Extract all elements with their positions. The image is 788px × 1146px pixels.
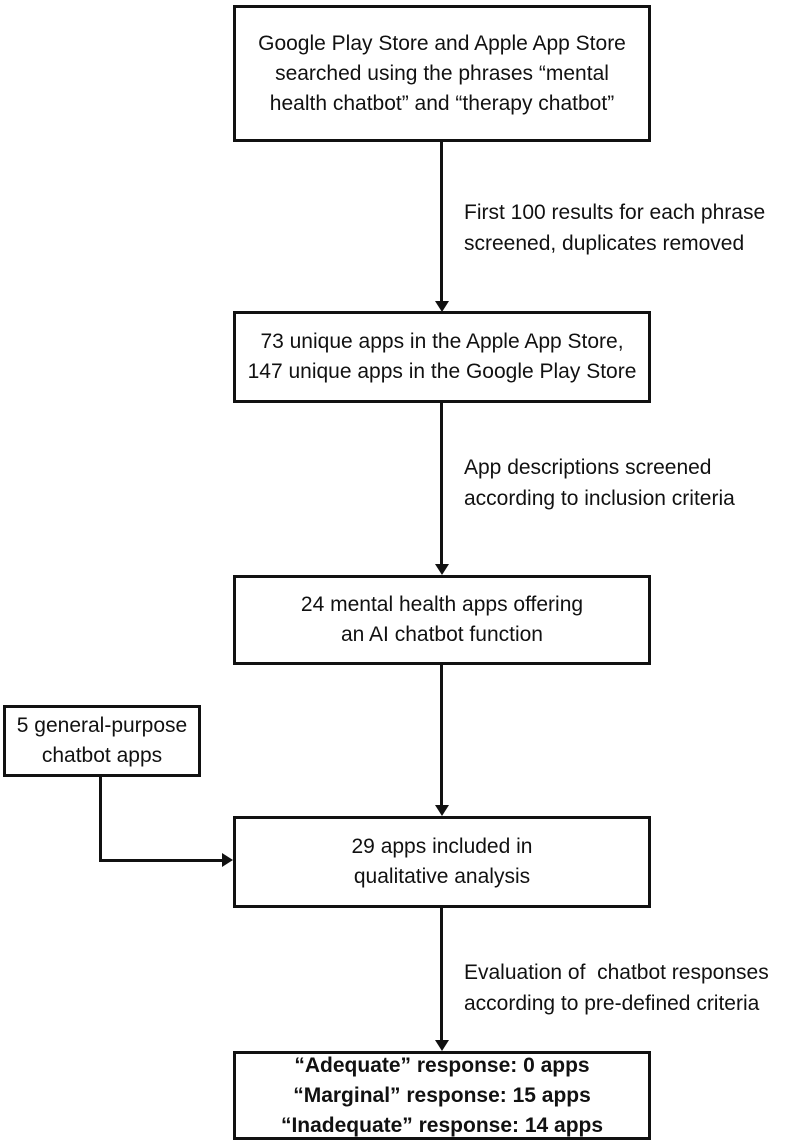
box-text-line: searched using the phrases “mental <box>275 61 609 85</box>
box-text-line: Google Play Store and Apple App Store <box>258 31 626 55</box>
arrow-right-head-icon <box>222 853 233 867</box>
edge-label-line: App descriptions screened <box>464 456 712 479</box>
box-text-line: 29 apps included in <box>351 835 533 858</box>
edge-label-line: First 100 results for each phrase <box>464 201 766 224</box>
arrow-down-shaft <box>440 403 443 564</box>
edge-label-line: Evaluation of chatbot responses <box>464 961 769 984</box>
edge-label-evaluation: Evaluation of chatbot responses accordin… <box>464 957 769 1019</box>
box-text-line: 147 unique apps in the Google Play Store <box>247 360 637 383</box>
box-text-line: “Marginal” response: 15 apps <box>293 1083 591 1107</box>
box-text-line: qualitative analysis <box>353 865 531 888</box>
box-text-line: 24 mental health apps offering <box>300 593 584 616</box>
box-text-line: “Inadequate” response: 14 apps <box>280 1113 604 1137</box>
arrow-down-head-icon <box>435 1040 449 1051</box>
flow-box-evaluation-results: “Adequate” response: 0 apps “Marginal” r… <box>233 1051 651 1140</box>
flow-box-general-purpose-apps: 5 general-purpose chatbot apps <box>3 705 201 777</box>
edge-label-line: according to pre-defined criteria <box>464 992 760 1015</box>
box-text-line: an AI chatbot function <box>341 623 543 646</box>
arrow-down-shaft <box>440 142 443 302</box>
arrow-down-shaft <box>440 665 443 805</box>
box-text-line: 5 general-purpose <box>16 714 188 737</box>
arrow-down-head-icon <box>435 301 449 312</box>
elbow-connector-horizontal <box>99 859 222 862</box>
edge-label-line: according to inclusion criteria <box>464 487 735 510</box>
flow-box-unique-apps: 73 unique apps in the Apple App Store, 1… <box>233 311 651 403</box>
box-text-line: health chatbot” and “therapy chatbot” <box>269 91 615 115</box>
arrow-down-shaft <box>440 908 443 1040</box>
flow-box-mental-health-apps: 24 mental health apps offering an AI cha… <box>233 575 651 665</box>
arrow-down-head-icon <box>435 564 449 575</box>
elbow-connector-vertical <box>99 777 102 862</box>
box-text-line: “Adequate” response: 0 apps <box>294 1053 590 1077</box>
flow-box-search-sources: Google Play Store and Apple App Store se… <box>233 5 651 142</box>
flow-box-included-apps: 29 apps included in qualitative analysis <box>233 816 651 908</box>
box-text-line: 73 unique apps in the Apple App Store, <box>260 330 624 353</box>
edge-label-inclusion: App descriptions screened according to i… <box>464 452 735 514</box>
arrow-down-head-icon <box>435 805 449 816</box>
edge-label-screening: First 100 results for each phrase screen… <box>464 197 765 259</box>
edge-label-line: screened, duplicates removed <box>464 232 745 255</box>
box-text-line: chatbot apps <box>41 744 163 767</box>
